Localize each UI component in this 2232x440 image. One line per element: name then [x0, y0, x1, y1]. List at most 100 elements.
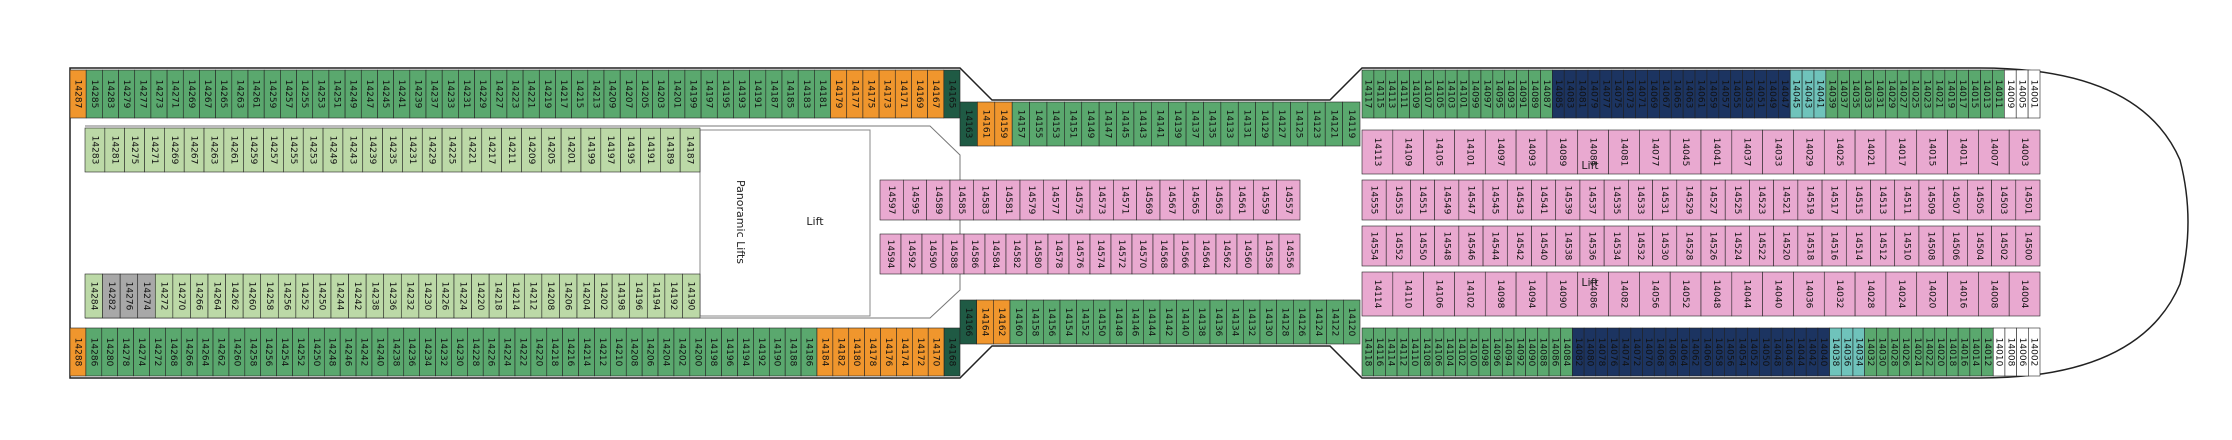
cabin-14597[interactable]: 14597: [879, 179, 904, 221]
cabin-14072[interactable]: 14072: [1630, 327, 1643, 377]
cabin-14528[interactable]: 14528: [1676, 225, 1702, 267]
cabin-14531[interactable]: 14531: [1652, 179, 1678, 221]
cabin-14549[interactable]: 14549: [1434, 179, 1460, 221]
cabin-14190[interactable]: 14190: [768, 327, 786, 377]
cabin-14257[interactable]: 14257: [263, 127, 284, 173]
cabin-14136[interactable]: 14136: [1209, 299, 1227, 345]
cabin-14177[interactable]: 14177: [846, 69, 864, 119]
cabin-14050[interactable]: 14050: [1759, 327, 1772, 377]
cabin-14139[interactable]: 14139: [1168, 101, 1187, 147]
cabin-14087[interactable]: 14087: [1540, 69, 1553, 119]
cabin-14066[interactable]: 14066: [1665, 327, 1678, 377]
cabin-14131[interactable]: 14131: [1237, 101, 1256, 147]
cabin-14017[interactable]: 14017: [1956, 69, 1969, 119]
cabin-14225[interactable]: 14225: [441, 127, 463, 173]
cabin-14179[interactable]: 14179: [830, 69, 848, 119]
cabin-14229[interactable]: 14229: [421, 127, 443, 173]
cabin-14255[interactable]: 14255: [283, 127, 304, 173]
cabin-14041[interactable]: 14041: [1700, 129, 1733, 175]
cabin-14126[interactable]: 14126: [1293, 299, 1311, 345]
cabin-14259[interactable]: 14259: [263, 69, 281, 119]
cabin-14204[interactable]: 14204: [657, 327, 675, 377]
cabin-14556[interactable]: 14556: [1278, 233, 1301, 275]
cabin-14103[interactable]: 14103: [1444, 69, 1458, 119]
cabin-14085[interactable]: 14085: [1577, 129, 1609, 175]
cabin-14015[interactable]: 14015: [1968, 69, 1981, 119]
cabin-14093[interactable]: 14093: [1504, 69, 1517, 119]
cabin-14186[interactable]: 14186: [800, 327, 818, 377]
cabin-14015[interactable]: 14015: [1916, 129, 1948, 175]
cabin-14194[interactable]: 14194: [646, 273, 666, 319]
cabin-14234[interactable]: 14234: [419, 327, 436, 377]
cabin-14088[interactable]: 14088: [1537, 327, 1550, 377]
cabin-14218[interactable]: 14218: [488, 273, 508, 319]
cabin-14061[interactable]: 14061: [1694, 69, 1708, 119]
cabin-14208[interactable]: 14208: [625, 327, 643, 377]
cabin-14557[interactable]: 14557: [1276, 179, 1301, 221]
cabin-14267[interactable]: 14267: [199, 69, 216, 119]
cabin-14044[interactable]: 14044: [1794, 327, 1807, 377]
cabin-14541[interactable]: 14541: [1531, 179, 1557, 221]
cabin-14067[interactable]: 14067: [1659, 69, 1672, 119]
cabin-14085[interactable]: 14085: [1552, 69, 1565, 119]
cabin-14082[interactable]: 14082: [1608, 271, 1640, 317]
cabin-14025[interactable]: 14025: [1908, 69, 1922, 119]
cabin-14056[interactable]: 14056: [1639, 271, 1671, 317]
cabin-14115[interactable]: 14115: [1373, 69, 1387, 119]
cabin-14024[interactable]: 14024: [1911, 327, 1924, 377]
cabin-14077[interactable]: 14077: [1599, 69, 1613, 119]
cabin-14162[interactable]: 14162: [993, 299, 1011, 345]
cabin-14572[interactable]: 14572: [1110, 233, 1133, 275]
cabin-14215[interactable]: 14215: [571, 69, 589, 119]
cabin-14209[interactable]: 14209: [521, 127, 542, 173]
cabin-14217[interactable]: 14217: [481, 127, 502, 173]
cabin-14197[interactable]: 14197: [700, 69, 718, 119]
cabin-14249[interactable]: 14249: [322, 127, 344, 173]
cabin-14079[interactable]: 14079: [1587, 69, 1601, 119]
cabin-14143[interactable]: 14143: [1133, 101, 1152, 147]
cabin-14515[interactable]: 14515: [1845, 179, 1871, 221]
cabin-14261[interactable]: 14261: [223, 127, 245, 173]
cabin-14161[interactable]: 14161: [977, 101, 996, 147]
cabin-14102[interactable]: 14102: [1455, 327, 1468, 377]
cabin-14097[interactable]: 14097: [1480, 69, 1494, 119]
cabin-14250[interactable]: 14250: [313, 273, 332, 319]
cabin-14105[interactable]: 14105: [1433, 69, 1446, 119]
cabin-14580[interactable]: 14580: [1026, 233, 1049, 275]
cabin-14026[interactable]: 14026: [1899, 327, 1912, 377]
cabin-14014[interactable]: 14014: [1969, 327, 1982, 377]
cabin-14504[interactable]: 14504: [1967, 225, 1992, 267]
cabin-14277[interactable]: 14277: [134, 69, 152, 119]
cabin-14224[interactable]: 14224: [498, 327, 516, 377]
cabin-14145[interactable]: 14145: [1116, 101, 1135, 147]
cabin-14240[interactable]: 14240: [371, 327, 389, 377]
cabin-14268[interactable]: 14268: [165, 327, 182, 377]
cabin-14010[interactable]: 14010: [1992, 327, 2006, 377]
cabin-14073[interactable]: 14073: [1623, 69, 1636, 119]
cabin-14150[interactable]: 14150: [1093, 299, 1111, 345]
cabin-14055[interactable]: 14055: [1730, 69, 1743, 119]
cabin-14260[interactable]: 14260: [228, 327, 246, 377]
cabin-14053[interactable]: 14053: [1742, 69, 1755, 119]
cabin-14035[interactable]: 14035: [1849, 69, 1862, 119]
cabin-14034[interactable]: 14034: [1852, 327, 1865, 377]
cabin-14123[interactable]: 14123: [1307, 101, 1326, 147]
cabin-14523[interactable]: 14523: [1749, 179, 1774, 221]
cabin-14547[interactable]: 14547: [1458, 179, 1484, 221]
cabin-14206[interactable]: 14206: [641, 327, 659, 377]
cabin-14554[interactable]: 14554: [1361, 225, 1387, 267]
cabin-14230[interactable]: 14230: [418, 273, 437, 319]
cabin-14506[interactable]: 14506: [1942, 225, 1968, 267]
cabin-14195[interactable]: 14195: [620, 127, 641, 173]
cabin-14037[interactable]: 14037: [1837, 69, 1850, 119]
cabin-14207[interactable]: 14207: [619, 69, 637, 119]
cabin-14106[interactable]: 14106: [1431, 327, 1445, 377]
cabin-14253[interactable]: 14253: [312, 69, 330, 119]
cabin-14503[interactable]: 14503: [1991, 179, 2017, 221]
cabin-14516[interactable]: 14516: [1821, 225, 1847, 267]
cabin-14259[interactable]: 14259: [243, 127, 264, 173]
cabin-14070[interactable]: 14070: [1642, 327, 1655, 377]
cabin-14569[interactable]: 14569: [1136, 179, 1161, 221]
cabin-14064[interactable]: 14064: [1677, 327, 1690, 377]
cabin-14110[interactable]: 14110: [1392, 271, 1424, 317]
